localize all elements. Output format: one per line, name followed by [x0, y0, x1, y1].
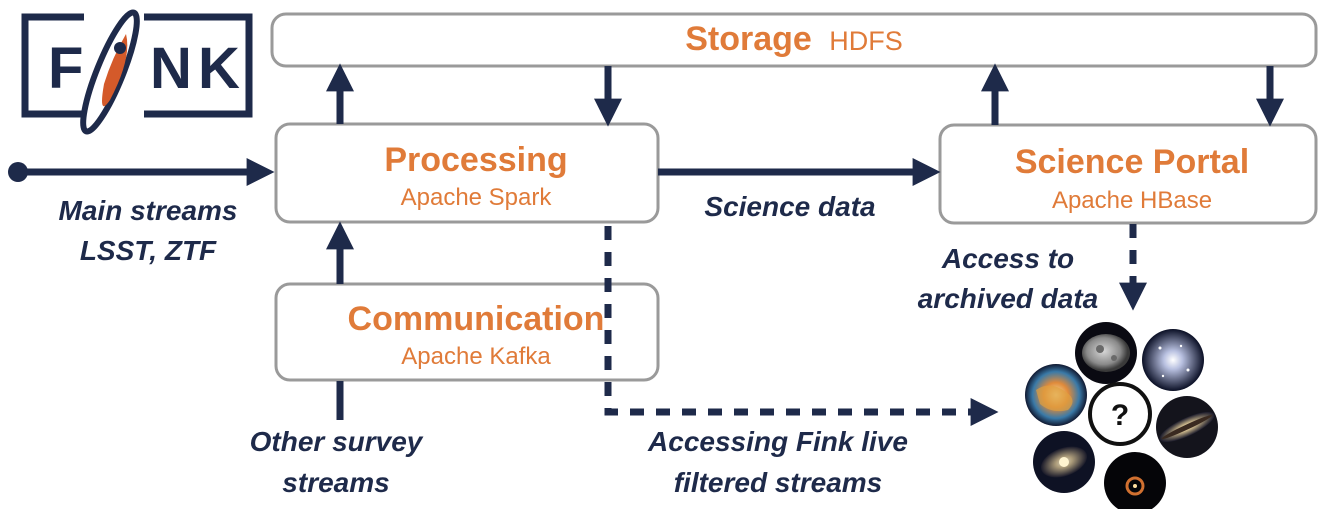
edge-on-galaxy-image: [1156, 396, 1218, 458]
storage-title: Storage: [685, 20, 812, 58]
science-data-label: Science data: [704, 191, 875, 222]
communication-tech: Apache Kafka: [401, 343, 551, 370]
processing-box: Processing Apache Spark: [274, 122, 660, 224]
storage-box: Storage HDFS: [270, 12, 1318, 68]
nebula-image: [1025, 364, 1087, 426]
storage-tech: HDFS: [829, 26, 903, 56]
logo-dot-icon: [114, 42, 126, 54]
spiral-galaxy-image: [1033, 431, 1095, 493]
live-streams-label-line1: Accessing Fink live: [647, 426, 908, 457]
logo-swoosh-icon: [80, 9, 140, 135]
storage-label: Storage HDFS: [685, 20, 903, 58]
fink-logo: F N K: [21, 9, 253, 135]
logo-letter-f: F: [48, 36, 83, 101]
main-streams-sources-label: LSST, ZTF: [80, 235, 217, 266]
astro-object-cluster: ?: [1025, 322, 1218, 509]
science-portal-title: Science Portal: [1015, 143, 1249, 181]
other-streams-label-line2: streams: [282, 467, 389, 498]
other-streams-label-line1: Other survey: [250, 426, 424, 457]
processing-tech: Apache Spark: [401, 184, 553, 211]
star-cluster-image: [1142, 329, 1204, 391]
access-archived-label-line2: archived data: [918, 283, 1099, 314]
unknown-object-icon: ?: [1088, 382, 1152, 446]
live-streams-label-line2: filtered streams: [674, 467, 883, 498]
communication-title: Communication: [348, 300, 605, 338]
planetary-nebula-image: [1104, 452, 1166, 509]
live-streams-dashed-arrow: [604, 226, 999, 426]
access-archived-label-line1: Access to: [941, 243, 1074, 274]
main-streams-label: Main streams: [59, 195, 238, 226]
logo-letter-n: N: [150, 36, 192, 101]
storage-box-frame: [270, 12, 1318, 68]
communication-box: Communication Apache Kafka: [274, 282, 660, 382]
science-portal-box: Science Portal Apache HBase: [938, 123, 1318, 225]
communication-box-frame: [274, 282, 660, 382]
science-portal-tech: Apache HBase: [1052, 187, 1212, 214]
asteroid-image: [1075, 322, 1137, 384]
unknown-object-symbol: ?: [1111, 399, 1129, 432]
logo-frame-gap-bottom: [84, 107, 144, 121]
processing-title: Processing: [384, 141, 567, 179]
logo-letter-k: K: [198, 36, 240, 101]
